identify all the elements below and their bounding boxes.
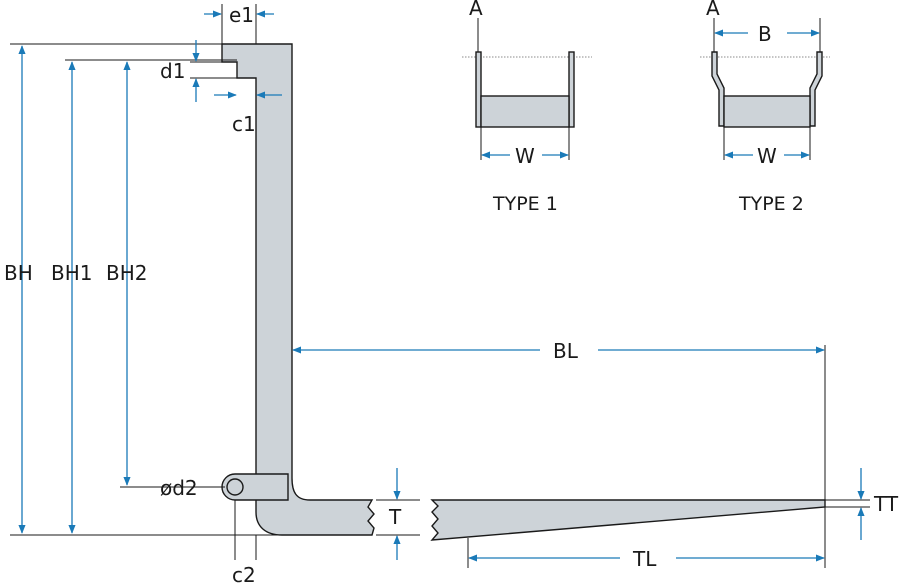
label-tt: TT	[873, 492, 899, 516]
label-tl: TL	[632, 547, 657, 571]
type1-caption: TYPE 1	[492, 193, 558, 215]
type2-label-w: W	[757, 144, 777, 168]
label-bl: BL	[553, 339, 579, 363]
pin-hole	[226, 478, 244, 496]
label-bh2: BH2	[106, 261, 147, 285]
label-d2: ød2	[160, 476, 198, 500]
type1-label-a: A	[469, 0, 483, 20]
label-c2: c2	[232, 563, 256, 587]
type2-cross-section	[700, 18, 830, 160]
type2-caption: TYPE 2	[738, 193, 804, 215]
type1-cross-section	[462, 18, 592, 160]
type1-label-w: W	[515, 144, 535, 168]
label-bh1: BH1	[51, 261, 92, 285]
label-t: T	[388, 505, 402, 529]
fork-shank	[221, 43, 375, 536]
dimension-lines	[18, 10, 865, 562]
label-e1: e1	[229, 3, 254, 27]
fork-side-profile	[221, 43, 826, 541]
type2-label-a: A	[706, 0, 720, 20]
fork-blade-tip	[430, 499, 826, 541]
label-d1: d1	[160, 59, 185, 83]
extension-lines	[10, 4, 870, 568]
type2-label-b: B	[758, 22, 772, 46]
label-c1: c1	[232, 112, 256, 136]
label-bh: BH	[4, 261, 33, 285]
